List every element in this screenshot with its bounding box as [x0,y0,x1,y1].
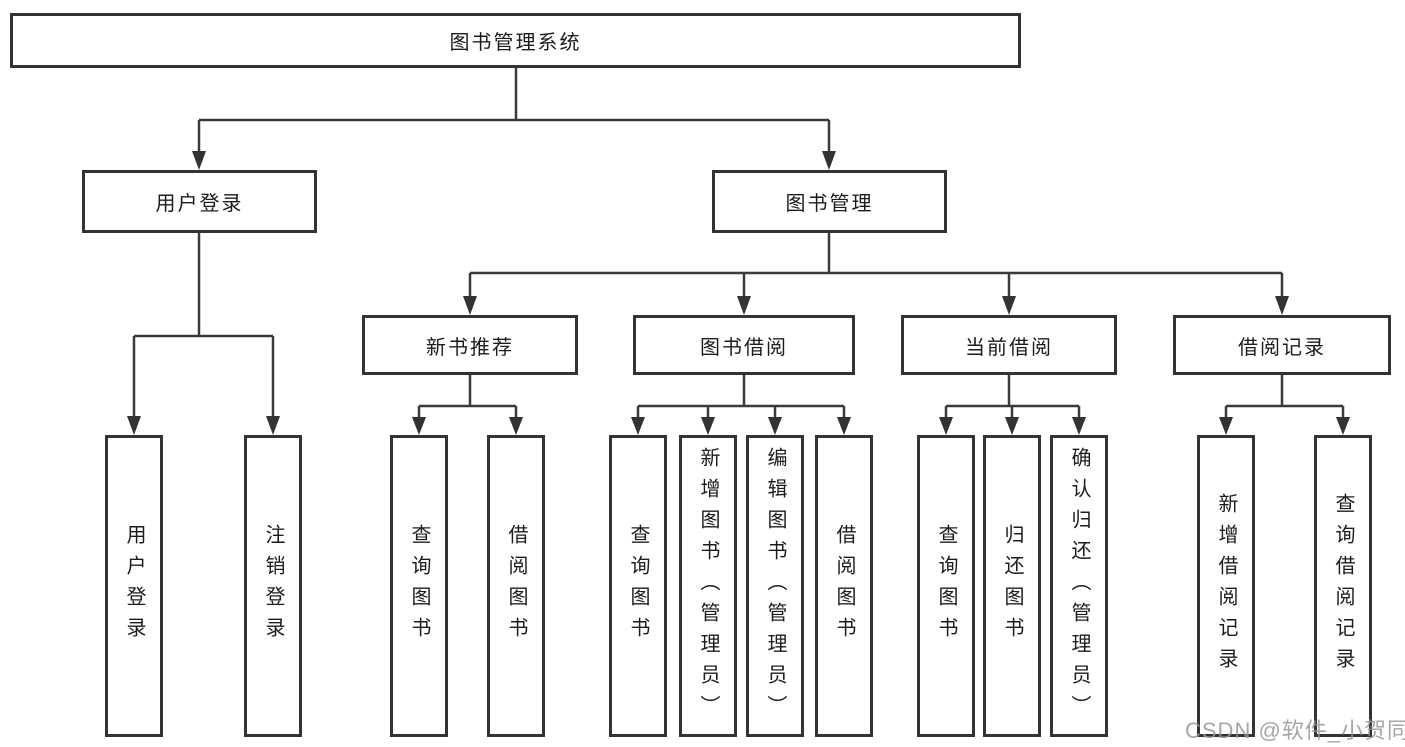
node-current-borrowing: 当前借阅 [901,315,1117,375]
leaf-return-books: 归还图书 [983,435,1041,737]
node-label: 新书推荐 [426,336,514,359]
leaf-query-books-recommend: 查询图书 [390,435,448,737]
node-label: 图书管理 [785,193,874,215]
leaf-add-borrow-record: 新增借阅记录 [1197,435,1255,737]
node-label: 用户登录 [155,193,244,215]
leaf-confirm-return-admin: 确认归还（管理员） [1050,435,1108,737]
leaf-add-books-admin: 新增图书（管理员） [679,435,737,737]
leaf-borrow-books-recommend: 借阅图书 [487,435,545,737]
leaf-label: 编辑图书（管理员） [764,446,786,726]
connector-root-to-level2 [192,68,836,170]
connector-newbooks-to-leaves [412,375,523,435]
leaf-label: 新增借阅记录 [1215,493,1237,679]
leaf-label: 注销登录 [262,524,284,648]
node-label: 当前借阅 [965,336,1053,359]
connector-records-to-leaves [1219,375,1350,435]
leaf-label: 确认归还（管理员） [1068,446,1090,726]
leaf-query-books-borrowing: 查询图书 [609,435,667,737]
connector-borrowing-to-leaves [631,375,851,435]
csdn-watermark: CSDN @软件_小贺同学 [1185,718,1405,743]
node-book-management: 图书管理 [712,170,947,233]
leaf-label: 查询图书 [627,524,649,648]
node-label: 图书管理系统 [449,32,582,54]
node-book-borrowing: 图书借阅 [633,315,855,375]
leaf-label: 查询借阅记录 [1332,493,1354,679]
node-library-management-system: 图书管理系统 [10,13,1021,68]
node-borrowing-records: 借阅记录 [1173,315,1391,375]
connector-current-to-leaves [939,375,1086,435]
leaf-borrow-books: 借阅图书 [815,435,873,737]
leaf-label: 用户登录 [123,524,145,648]
leaf-label: 新增图书（管理员） [697,446,719,726]
node-user-login: 用户登录 [82,170,317,233]
leaf-label: 查询图书 [408,524,430,648]
leaf-label: 查询图书 [935,524,957,648]
leaf-query-books-current: 查询图书 [917,435,975,737]
leaf-label: 归还图书 [1001,524,1023,648]
node-label: 借阅记录 [1238,336,1326,359]
leaf-label: 借阅图书 [505,524,527,648]
leaf-edit-books-admin: 编辑图书（管理员） [746,435,804,737]
connector-bookmgmt-to-level3 [463,233,1289,315]
leaf-label: 借阅图书 [833,524,855,648]
leaf-user-login: 用户登录 [105,435,163,737]
leaf-logout: 注销登录 [244,435,302,737]
leaf-query-borrow-record: 查询借阅记录 [1314,435,1372,737]
node-label: 图书借阅 [700,336,788,359]
node-new-book-recommend: 新书推荐 [362,315,578,375]
connector-userlogin-to-leaves [127,233,280,435]
